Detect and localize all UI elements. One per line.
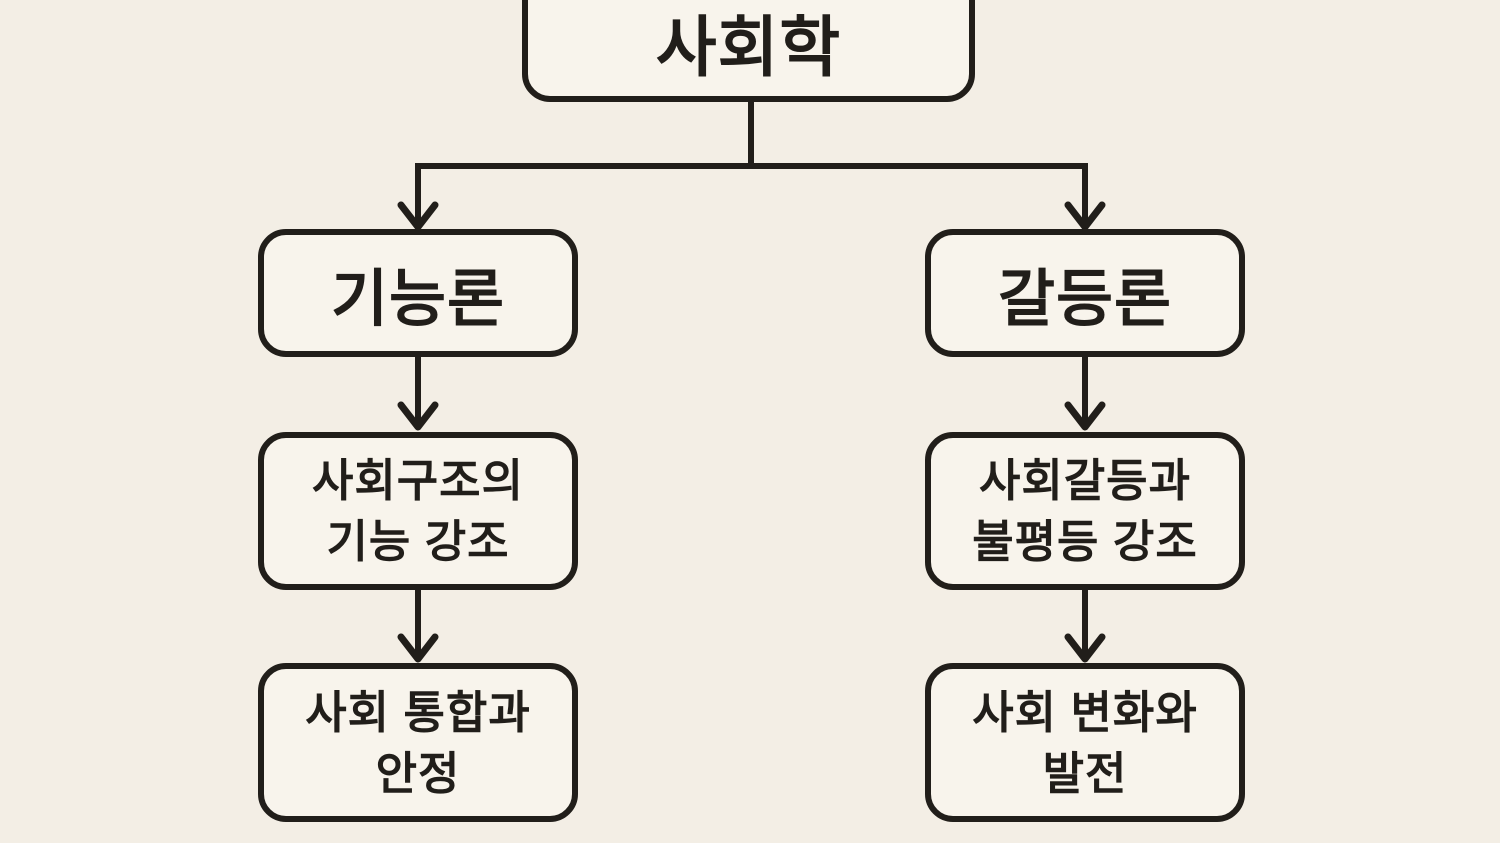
- node-functionalism-emphasis: 사회구조의 기능 강조: [258, 432, 578, 590]
- node-conflict-theory: 갈등론: [925, 229, 1245, 357]
- node-functionalism: 기능론: [258, 229, 578, 357]
- node-conflict-theory-label: 갈등론: [997, 265, 1173, 334]
- node-conflict-outcome-line2: 발전: [1042, 747, 1128, 799]
- node-functionalism-emphasis-line2: 기능 강조: [326, 516, 510, 567]
- node-conflict-outcome: 사회 변화와 발전: [925, 663, 1245, 822]
- arrowhead-functionalism-bottom: [397, 633, 439, 663]
- node-sociology: 사회학: [522, 0, 975, 102]
- arrowhead-functionalism-middle: [397, 401, 439, 431]
- node-functionalism-outcome-line1: 사회 통합과: [305, 686, 531, 738]
- node-functionalism-outcome: 사회 통합과 안정: [258, 663, 578, 822]
- node-functionalism-outcome-line2: 안정: [375, 747, 461, 799]
- arrowhead-to-functionalism: [397, 201, 439, 231]
- node-conflict-emphasis-line2: 불평등 강조: [972, 516, 1198, 567]
- node-conflict-emphasis: 사회갈등과 불평등 강조: [925, 432, 1245, 590]
- arrowhead-conflict-bottom: [1064, 633, 1106, 663]
- node-functionalism-emphasis-line1: 사회구조의: [311, 455, 524, 506]
- arrowhead-to-conflict-theory: [1064, 201, 1106, 231]
- node-conflict-emphasis-line1: 사회갈등과: [978, 455, 1191, 506]
- node-sociology-label: 사회학: [655, 10, 842, 84]
- node-conflict-outcome-line1: 사회 변화와: [972, 686, 1198, 738]
- connector-branch-bar: [415, 163, 1088, 225]
- arrowhead-conflict-middle: [1064, 401, 1106, 431]
- node-functionalism-label: 기능론: [330, 265, 506, 334]
